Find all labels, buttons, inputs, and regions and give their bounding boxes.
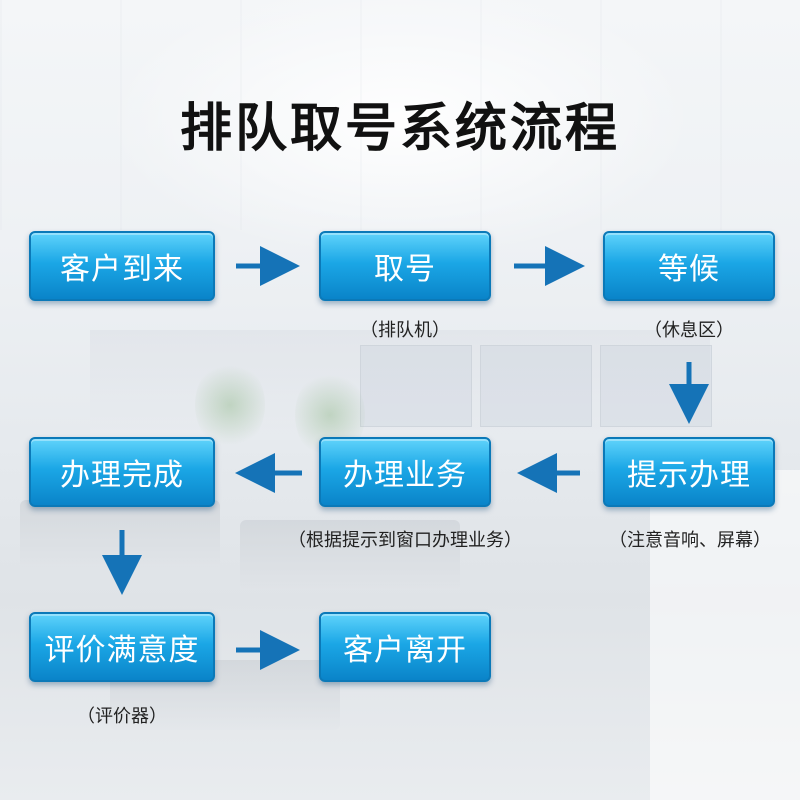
step-evaluate: 评价满意度 [29, 612, 215, 682]
caption-prompt: （注意音响、屏幕） [609, 530, 771, 551]
step-prompt: 提示办理 [603, 437, 775, 507]
page-title: 排队取号系统流程 [179, 99, 620, 159]
caption-take-number: （排队机） [360, 320, 450, 341]
caption-handle: （根据提示到窗口办理业务） [288, 530, 522, 551]
step-arrive: 客户到来 [29, 231, 215, 301]
step-take-number: 取号 [319, 231, 491, 301]
step-leave: 客户离开 [319, 612, 491, 682]
step-wait: 等候 [603, 231, 775, 301]
caption-evaluate: （评价器） [77, 706, 167, 727]
step-complete: 办理完成 [29, 437, 215, 507]
step-handle: 办理业务 [319, 437, 491, 507]
caption-wait: （休息区） [644, 320, 734, 341]
